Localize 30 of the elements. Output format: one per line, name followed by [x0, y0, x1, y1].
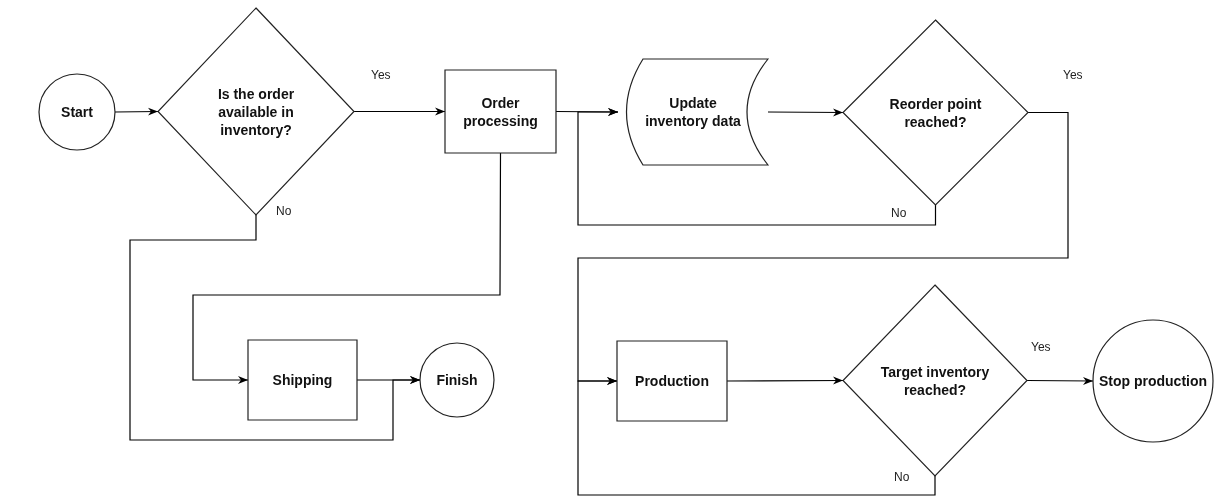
node-text: Shipping	[272, 371, 333, 389]
node-text: Finish	[436, 371, 478, 389]
node-text: Reorder point reached?	[888, 94, 983, 131]
arrow	[577, 108, 937, 226]
edge-label: No	[890, 206, 908, 220]
edge-label: Yes	[1030, 340, 1052, 354]
process-box	[445, 70, 556, 153]
arrow	[767, 108, 844, 117]
edge-label: Yes	[1062, 68, 1084, 82]
edge-label: Yes	[370, 68, 392, 82]
node-text: Start	[61, 103, 93, 121]
terminal-circle	[420, 343, 494, 417]
arrow	[577, 377, 936, 496]
node-text: Production	[635, 372, 709, 390]
decision-diamond	[158, 8, 354, 215]
node-text: Target inventory reached?	[879, 362, 991, 399]
edge-label: No	[893, 470, 911, 484]
terminal-circle	[39, 74, 115, 150]
node-text: Is the order available in inventory?	[216, 84, 296, 139]
terminal-circle	[1093, 320, 1213, 442]
decision-diamond	[843, 20, 1028, 205]
node-text: Update inventory data	[644, 94, 742, 130]
arrow	[1026, 376, 1094, 385]
process-box	[617, 341, 727, 421]
node-text: Stop production	[1098, 372, 1208, 390]
arrow	[353, 107, 446, 116]
arrow	[192, 152, 502, 384]
process-box	[248, 340, 357, 420]
node-text: Order processing	[462, 93, 539, 130]
edge-label: No	[275, 204, 293, 218]
